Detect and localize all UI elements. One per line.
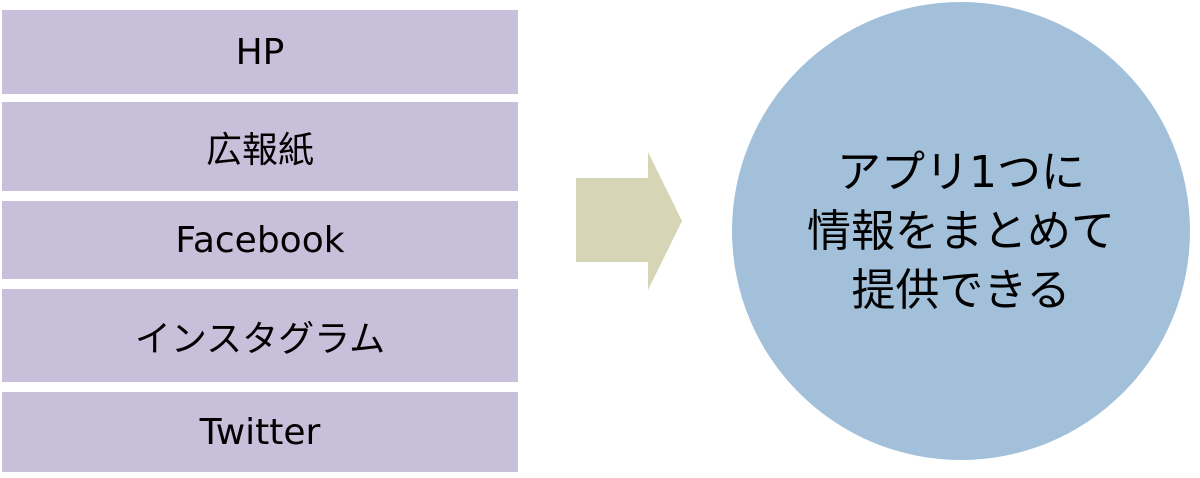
source-label: インスタグラム [134,318,386,360]
result-line: 提供できる [851,264,1071,316]
source-box-facebook: Facebook [2,201,518,279]
source-label: 広報紙 [205,129,314,171]
result-line: 情報をまとめて [807,205,1115,257]
result-text: アプリ1つに 情報をまとめて 提供できる [807,143,1115,320]
result-line: アプリ1つに [837,146,1085,198]
arrow-shape [576,152,682,290]
right-arrow-icon [576,152,682,290]
result-circle: アプリ1つに 情報をまとめて 提供できる [732,2,1190,460]
source-box-twitter: Twitter [2,392,518,472]
source-box-hp: HP [2,10,518,94]
source-label: HP [235,31,285,73]
source-box-newsletter: 広報紙 [2,102,518,191]
source-box-instagram: インスタグラム [2,289,518,382]
source-label: Twitter [199,411,321,453]
source-label: Facebook [175,219,345,261]
